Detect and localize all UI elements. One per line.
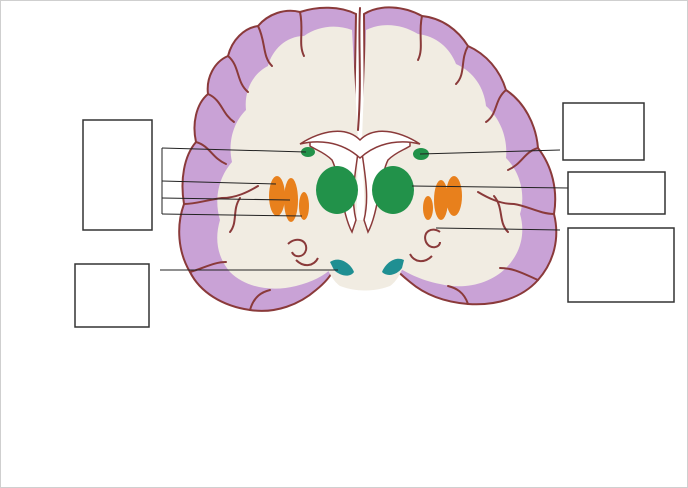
label-box-right-upper[interactable] (563, 103, 644, 160)
label-box-right-middle[interactable] (568, 172, 665, 214)
label-box-right-lower[interactable] (568, 228, 674, 302)
label-box-left-lower[interactable] (75, 264, 149, 327)
caudate-head-right (372, 166, 414, 214)
diencephalon-base (318, 220, 410, 291)
caudate-head-left (316, 166, 358, 214)
label-box-left-upper[interactable] (83, 120, 152, 230)
